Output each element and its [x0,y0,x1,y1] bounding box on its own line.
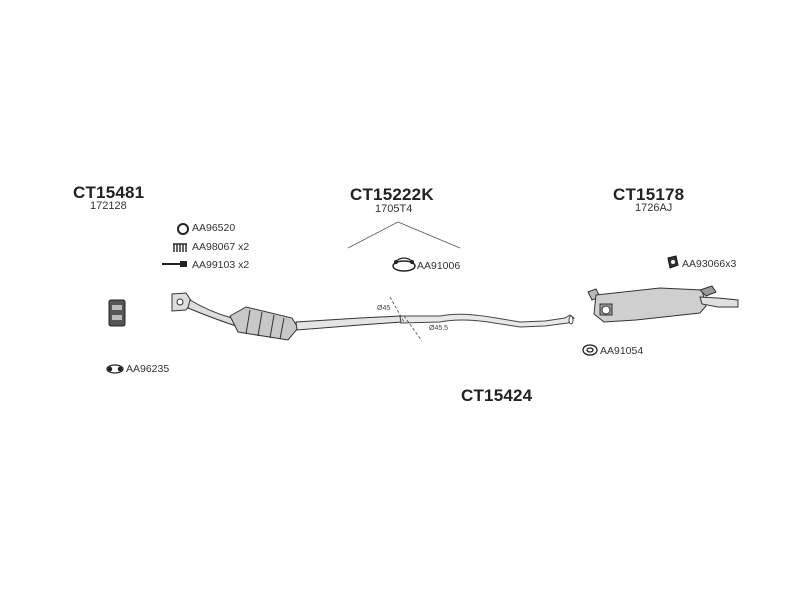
gasket-icon [392,257,416,272]
rubber-hanger-icon [106,364,124,374]
dimension-label-front: Ø45 [377,305,391,312]
part-label-bolt: AA99103 x2 [192,259,249,271]
part-code-bolt: AA99103 [192,259,236,271]
part-label-rear-ring: AA91054 [600,345,644,357]
part-qty-spring: x2 [238,241,250,253]
part-label-spring: AA98067 x2 [192,241,249,253]
part-qty-rubber-mount: x3 [725,258,737,270]
rubber-block-icon [108,299,126,327]
rubber-mount-icon [667,255,679,269]
part-label-gasket: AA91006 [417,260,461,272]
rear-silencer [587,285,739,323]
spring-icon [173,243,187,252]
front-pipe-catalyst [171,292,403,341]
assembly-ref-catalyst: 1705T4 [375,203,413,215]
clamp-ring-icon [177,223,189,235]
dimension-markers [389,296,423,342]
part-label-rubber-hanger: AA96235 [126,363,170,375]
bolt-icon [162,261,187,267]
assembly-code-catalyst: CT15222K [350,185,434,204]
part-code-rubber-mount: AA93066 [682,258,726,270]
rear-clamp-icon [582,344,598,356]
part-code-spring: AA98067 [192,241,236,253]
assembly-code-front: CT15481 [73,183,145,202]
part-qty-bolt: x2 [238,259,250,271]
part-label-clamp-ring: AA96520 [192,222,236,234]
catalyst-bracket-lines [347,221,461,249]
assembly-ref-rear: 1726AJ [635,202,673,214]
assembly-code-rear: CT15178 [613,185,685,204]
part-label-rubber-mount: AA93066x3 [682,258,736,270]
intermediate-pipe [399,313,575,328]
assembly-code-intermediate: CT15424 [461,386,533,405]
assembly-ref-front: 172128 [90,200,127,212]
dimension-label-rear: Ø45.5 [429,325,449,332]
